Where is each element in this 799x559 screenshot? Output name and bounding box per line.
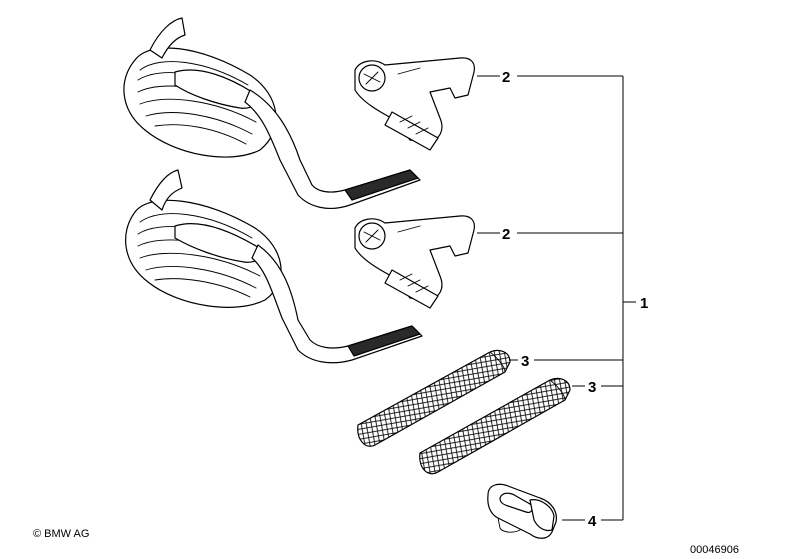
mesh-pad-upper bbox=[357, 349, 511, 447]
ratchet-buckle-lower bbox=[354, 215, 475, 309]
strap-clip bbox=[487, 483, 557, 539]
drawing-number: 00046906 bbox=[690, 544, 739, 556]
callout-1: 1 bbox=[640, 295, 648, 312]
ratchet-buckle-upper bbox=[354, 57, 475, 151]
copyright-notice: © BMW AG bbox=[33, 528, 89, 540]
ratchet-strap-upper bbox=[123, 17, 475, 209]
ratchet-strap-lower bbox=[125, 169, 475, 364]
callout-3-upper: 3 bbox=[521, 353, 529, 370]
webbing-coil-lower bbox=[125, 169, 282, 308]
webbing-coil-upper bbox=[123, 17, 277, 158]
callout-2-upper: 2 bbox=[502, 69, 510, 86]
callout-4: 4 bbox=[588, 513, 597, 530]
callout-2-lower: 2 bbox=[502, 226, 510, 243]
callout-3-lower: 3 bbox=[588, 379, 596, 396]
mesh-pad-lower bbox=[419, 377, 571, 475]
leader-lines bbox=[477, 75, 636, 521]
